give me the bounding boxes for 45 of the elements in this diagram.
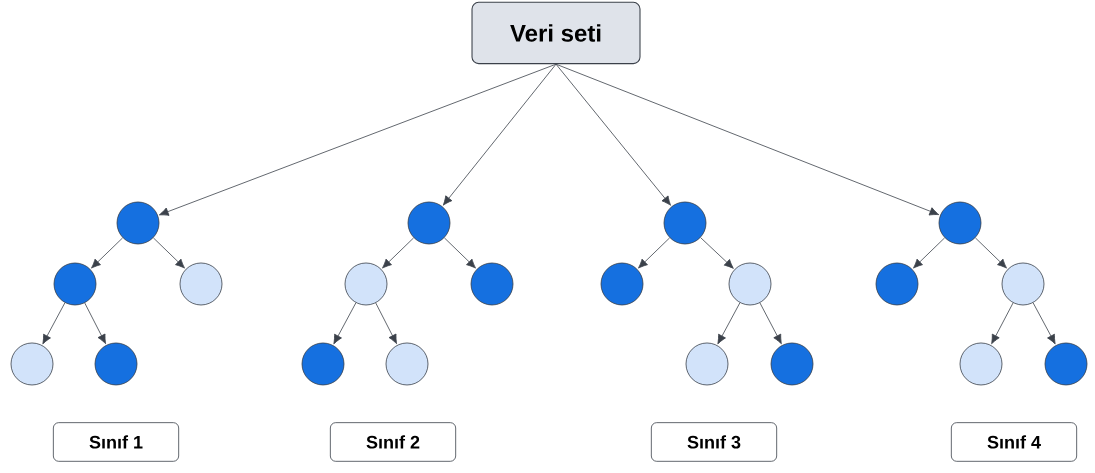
arrow (638, 237, 671, 269)
tree-node-circle (1001, 262, 1045, 306)
arrow (42, 302, 66, 345)
arrow (975, 237, 1007, 269)
arrow (158, 63, 557, 216)
tree-node-circle (1044, 342, 1088, 386)
arrow (442, 63, 557, 206)
tree-node-circle (600, 262, 644, 306)
arrow (717, 302, 741, 345)
class-box: Sınıf 2 (329, 422, 457, 462)
tree-node-circle (938, 201, 982, 245)
tree-node-circle (94, 342, 138, 386)
arrow (333, 302, 357, 345)
tree-node-circle (407, 201, 451, 245)
tree-node-circle (959, 342, 1003, 386)
arrow (91, 237, 124, 269)
tree-node-circle (770, 342, 814, 386)
tree-node-circle (179, 262, 223, 306)
arrow (382, 237, 415, 269)
class-box: Sınıf 3 (650, 422, 778, 462)
tree-node-circle (344, 262, 388, 306)
class-box: Sınıf 4 (950, 422, 1078, 462)
arrow (1032, 302, 1056, 345)
tree-node-circle (385, 342, 429, 386)
tree-node-circle (663, 201, 707, 245)
tree-node-circle (470, 262, 514, 306)
tree-node-circle (728, 262, 772, 306)
arrow (555, 63, 671, 206)
tree-node-circle (116, 201, 160, 245)
arrow (84, 302, 106, 345)
dataset-box: Veri seti (471, 1, 641, 65)
arrow (759, 302, 782, 345)
arrow (153, 237, 185, 269)
tree-node-circle (10, 342, 54, 386)
arrow (444, 237, 476, 269)
arrow (375, 302, 397, 345)
class-box: Sınıf 1 (52, 422, 180, 462)
arrow (913, 237, 946, 269)
arrow (991, 302, 1014, 345)
tree-node-circle (301, 342, 345, 386)
tree-node-circle (53, 262, 97, 306)
tree-node-circle (685, 342, 729, 386)
tree-node-circle (875, 262, 919, 306)
arrow (555, 63, 940, 216)
arrow (700, 237, 734, 269)
